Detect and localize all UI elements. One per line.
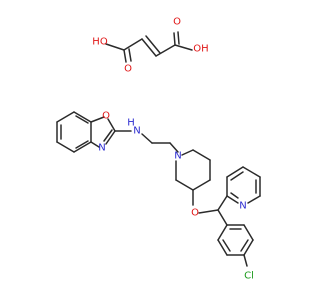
bond-ph-2 [243,224,254,241]
bond-ox-4 [90,141,100,148]
carbonyl-oxygen-left-label: O [124,64,132,75]
bond-bz-5 [73,111,92,123]
bond-ch-pyr [217,195,228,211]
bond-ph-inner-3 [222,239,231,252]
bond-ch-ph [217,209,228,226]
benzoxazole-ring: O N [56,111,116,154]
bond-ch2-n [169,142,179,153]
bond-c-oh [174,44,193,51]
bond-pyr-3 [242,166,261,178]
bond-pip-3 [192,179,211,191]
bond-ph-3 [243,239,254,256]
oxazole-oxygen-label: O [102,111,110,122]
bond-o-ch [198,209,219,214]
amine-nitrogen-label: N [133,126,140,137]
amine-hydrogen-label: H [127,118,135,129]
fumaric-acid: HO O O OH [92,17,208,75]
hydroxyl-right-label: OH [193,44,208,55]
bond-ph-inner-2 [240,239,249,252]
bond-ph-6 [217,224,228,241]
oxazole-nitrogen-label: N [98,143,105,154]
bond-pip-6 [181,149,194,156]
bond-ph-5 [217,239,228,256]
bond-c-o-left-double [128,48,132,62]
bond-c-o-right-double [177,31,180,45]
ether-linkage: O [191,189,219,219]
bond-pyr-6 [226,195,239,204]
bond-bz-3 [73,141,92,153]
bond-pyr-5 [247,195,261,204]
bond-bz-inner-3 [75,115,89,124]
bond-pip-5 [192,149,211,161]
bond-nh-ch2 [141,133,153,144]
molecule-structure-diagram: HO O O OH O N H N [56,17,261,282]
bond-pip-2 [175,179,194,191]
bond-bz-6 [56,111,75,123]
bond-ch-c-right [155,44,176,57]
pyridine-ring: N [217,166,261,212]
bond-alkene-double [145,35,161,54]
bond-alkene [141,38,157,57]
bond-bz-inner-2 [75,140,89,149]
chlorophenyl-ring: Cl [217,209,254,282]
bond-c-ch-left [123,38,143,51]
bond-bz-2 [56,141,75,153]
bond-c-o-left [123,49,127,63]
piperidine-nitrogen-label: N [174,151,181,162]
bond-pyr-inner-3 [230,192,239,199]
bond-pyr-2 [226,166,244,178]
bond-ox-1 [90,116,105,123]
bond-ho-c [105,43,125,51]
ethylamine-linker: H N [114,118,179,153]
piperidine-ring: N [174,149,211,191]
bond-c-cl [243,254,248,267]
bond-c-o-right [173,32,176,46]
pyridine-nitrogen-label: N [239,201,246,212]
bond-ox-2 [107,118,116,132]
carbonyl-oxygen-right-label: O [173,17,181,28]
bond-pyr-inner-1 [230,171,244,181]
chlorine-label: Cl [244,271,254,282]
hydroxyl-left-label: HO [92,37,108,48]
bond-ox-3-double [103,129,113,142]
bond-ox-3 [105,130,116,145]
ether-oxygen-label: O [191,208,199,219]
